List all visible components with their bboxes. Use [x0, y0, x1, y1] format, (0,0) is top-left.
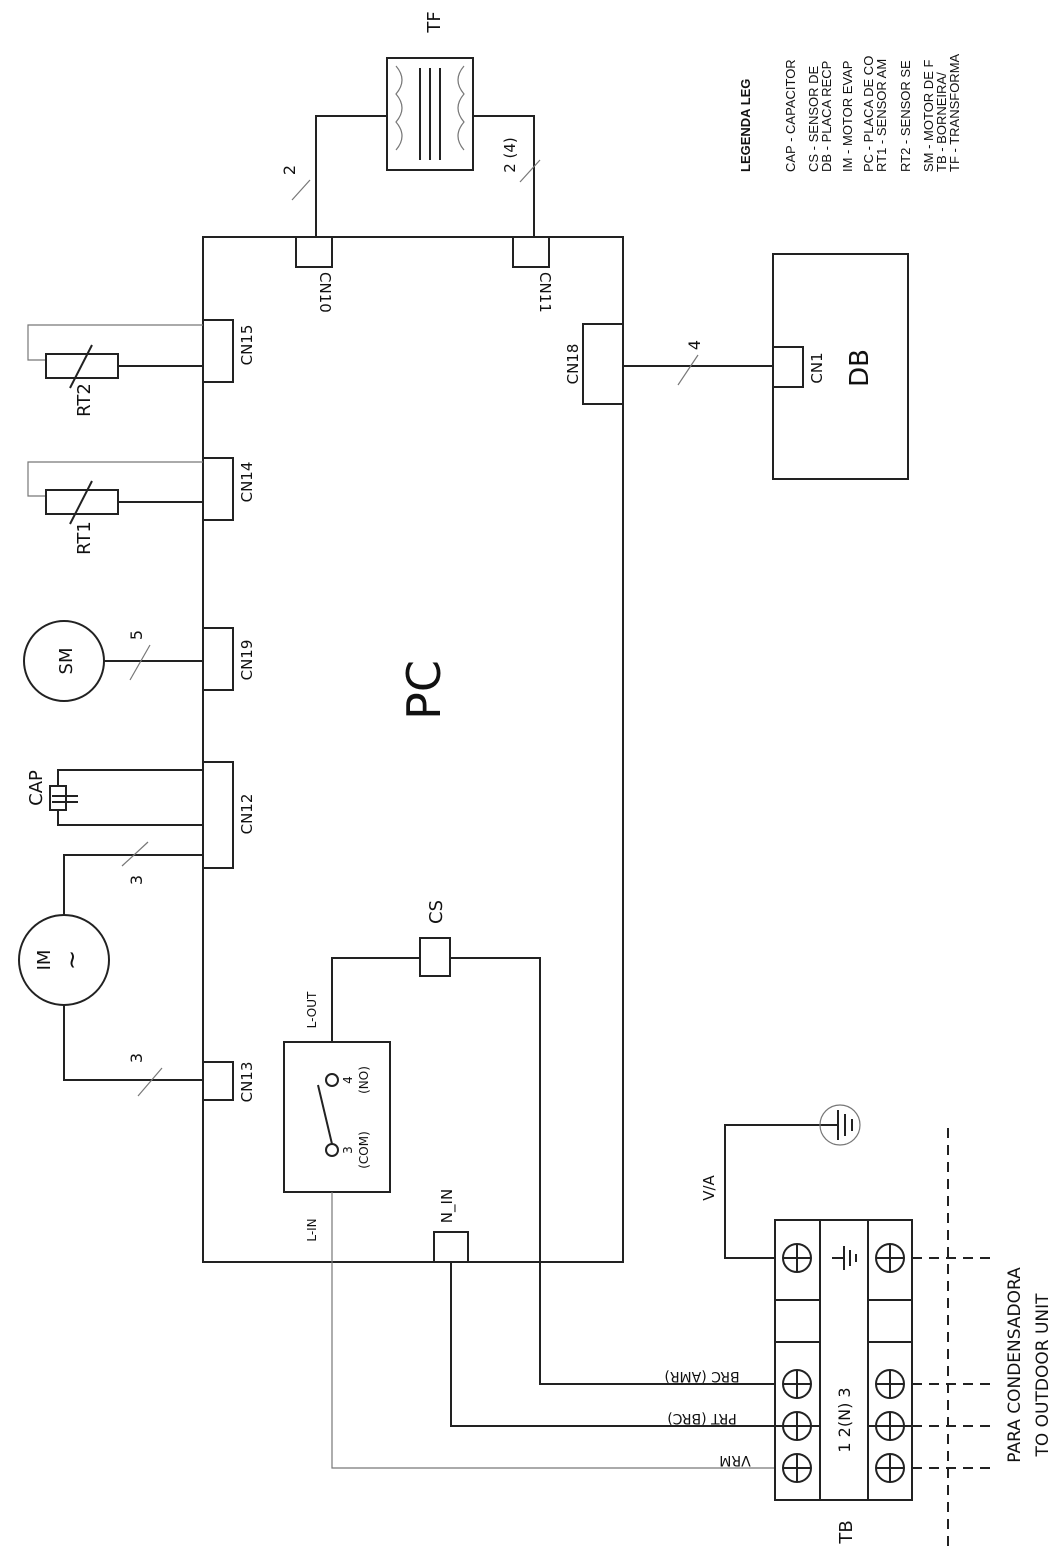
capacitor-label: CAP — [26, 770, 47, 806]
connector-cn1-label: CN1 — [808, 352, 826, 383]
connector-cn18 — [582, 323, 624, 405]
swing-motor-label: SM — [56, 648, 77, 675]
connector-cn14 — [202, 457, 234, 521]
connector-cn1 — [772, 346, 804, 388]
connector-cn19-label: CN19 — [238, 640, 256, 681]
transformer-label: TF — [424, 11, 445, 33]
legend-item: RT1 - SENSOR AM — [874, 59, 889, 172]
display-board-label: DB — [845, 349, 875, 387]
wire-count-sm-cn19: 5 — [127, 630, 146, 640]
transformer: TF — [386, 11, 474, 171]
sensor-rt2: RT2 — [27, 324, 203, 417]
connector-cn12-label: CN12 — [238, 794, 256, 835]
swing-motor: SM 5 — [23, 620, 203, 702]
legend-item: CS - SENSOR DE — [806, 65, 821, 172]
outdoor-note-line1: PARA CONDENSADORA — [1005, 1267, 1025, 1463]
connector-cn11-label: CN11 — [536, 272, 554, 313]
terminal-block: 1 2(N) 3 TB — [774, 1219, 913, 1545]
terminal-block-label: TB — [836, 1520, 857, 1544]
control-board — [202, 236, 624, 1263]
connector-cn15-label: CN15 — [238, 325, 256, 366]
legend-item: IM - MOTOR EVAP — [840, 61, 855, 172]
board-label: PC — [397, 660, 451, 720]
legend-item: TB - BORNEIRA/ — [934, 72, 949, 172]
legend-item: DB - PLACA RECP — [819, 61, 834, 172]
legend-title: LEGENDA LEG — [738, 79, 753, 172]
outdoor-note-line2: TO OUTDOOR UNIT — [1033, 1293, 1053, 1458]
current-sensor-label: CS — [426, 900, 447, 924]
wire-label-ground: V/A — [700, 1174, 718, 1200]
indoor-motor-symbol: ~ — [58, 950, 86, 970]
relay-no-pin: 4 — [341, 1076, 355, 1084]
ground-symbol-icon — [832, 1246, 857, 1270]
current-sensor — [419, 937, 451, 977]
relay-no-label: (NO) — [357, 1066, 371, 1094]
wire-count-im-cn13: 3 — [127, 1053, 146, 1063]
wire-label-vrm: VRM — [719, 1452, 750, 1468]
legend: LEGENDA LEG CAP - CAPACITOR CS - SENSOR … — [738, 53, 962, 172]
indoor-motor-label: IM — [34, 950, 55, 971]
sensor-rt2-label: RT2 — [74, 383, 95, 417]
connector-cn10-label: CN10 — [316, 272, 334, 313]
terminal-numbers: 1 2(N) 3 — [835, 1387, 854, 1452]
legend-item: PC - PLACA DE CO — [861, 56, 876, 172]
wire-label-brc-amr: BRC (AMR) — [664, 1368, 739, 1384]
wire-count-cn18-db: 4 — [685, 340, 704, 350]
connector-cn11 — [512, 236, 550, 268]
wire-count-tf-cn11: 2 (4) — [501, 137, 519, 173]
earth-ground-icon — [819, 1104, 861, 1146]
legend-item: RT2 - SENSOR SE — [898, 60, 913, 172]
indoor-motor: IM ~ 3 3 — [18, 841, 203, 1097]
relay-no-contact — [325, 1073, 339, 1087]
sensor-rt1: RT1 — [27, 461, 203, 555]
connector-cn13 — [202, 1061, 234, 1101]
relay-com-label: (COM) — [357, 1131, 371, 1169]
relay-out-label: L-OUT — [305, 991, 319, 1028]
capacitor: CAP — [26, 769, 203, 826]
wire-count-tf-cn10: 2 — [280, 165, 299, 175]
relay-com-pin: 3 — [341, 1146, 355, 1154]
connector-cn19 — [202, 627, 234, 691]
relay — [283, 1041, 391, 1193]
relay-in-label: L-IN — [305, 1218, 319, 1241]
connector-cn13-label: CN13 — [238, 1062, 256, 1103]
terminal-screw-icon — [782, 1243, 905, 1483]
legend-item: CAP - CAPACITOR — [783, 59, 798, 172]
connector-n-in — [433, 1231, 469, 1263]
connector-n-in-label: N_IN — [438, 1189, 457, 1223]
connector-cn10 — [295, 236, 333, 268]
connector-cn14-label: CN14 — [238, 462, 256, 503]
legend-item: SM - MOTOR DE F — [921, 60, 936, 172]
legend-item: TF - TRANSFORMA — [947, 53, 962, 172]
wire-label-prt-brc: PRT (BRC) — [667, 1410, 737, 1426]
connector-cn18-label: CN18 — [564, 344, 582, 385]
wire-count-im-cn12: 3 — [127, 875, 146, 885]
connector-cn15 — [202, 319, 234, 383]
sensor-rt1-label: RT1 — [74, 521, 95, 555]
connector-cn12 — [202, 761, 234, 869]
